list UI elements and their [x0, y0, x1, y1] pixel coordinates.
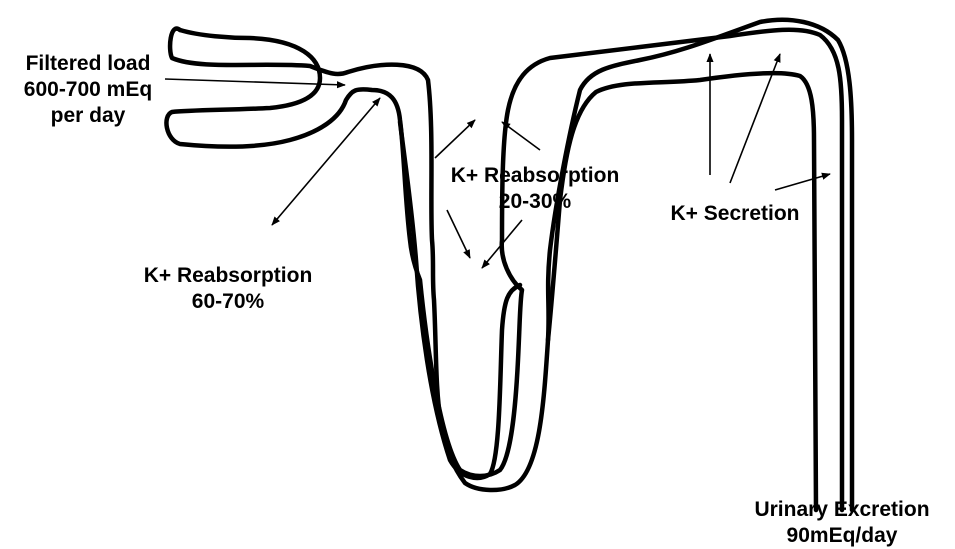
loop-reabsorption-percent: 20-30%	[425, 189, 645, 215]
proximal-reabsorption-title: K+ Reabsorption	[118, 263, 338, 289]
proximal-reabsorption-percent: 60-70%	[118, 289, 338, 315]
loop-reabsorption-arrow-up-left	[435, 120, 475, 158]
loop-reabsorption-label: K+ Reabsorption 20-30%	[425, 163, 645, 215]
secretion-label: K+ Secretion	[655, 201, 815, 227]
secretion-arrow-right	[775, 174, 830, 190]
filtered-load-line-2: 600-700 mEq	[8, 77, 168, 103]
urinary-excretion-label: Urinary Excretion 90mEq/day	[737, 497, 947, 549]
loop-reabsorption-arrow-up-right	[502, 122, 540, 150]
loop-reabsorption-arrow-down-left	[447, 210, 470, 258]
proximal-reabsorption-label: K+ Reabsorption 60-70%	[118, 263, 338, 315]
filtered-load-line-1: Filtered load	[8, 51, 168, 77]
loop-reabsorption-title: K+ Reabsorption	[425, 163, 645, 189]
filtered-load-line-3: per day	[8, 103, 168, 129]
collecting-duct-inner-wall	[548, 73, 816, 510]
urinary-excretion-rate: 90mEq/day	[737, 523, 947, 549]
urinary-excretion-title: Urinary Excretion	[737, 497, 947, 523]
filtered-load-label: Filtered load 600-700 mEq per day	[8, 51, 168, 129]
proximal-reabsorption-arrow	[272, 98, 380, 225]
